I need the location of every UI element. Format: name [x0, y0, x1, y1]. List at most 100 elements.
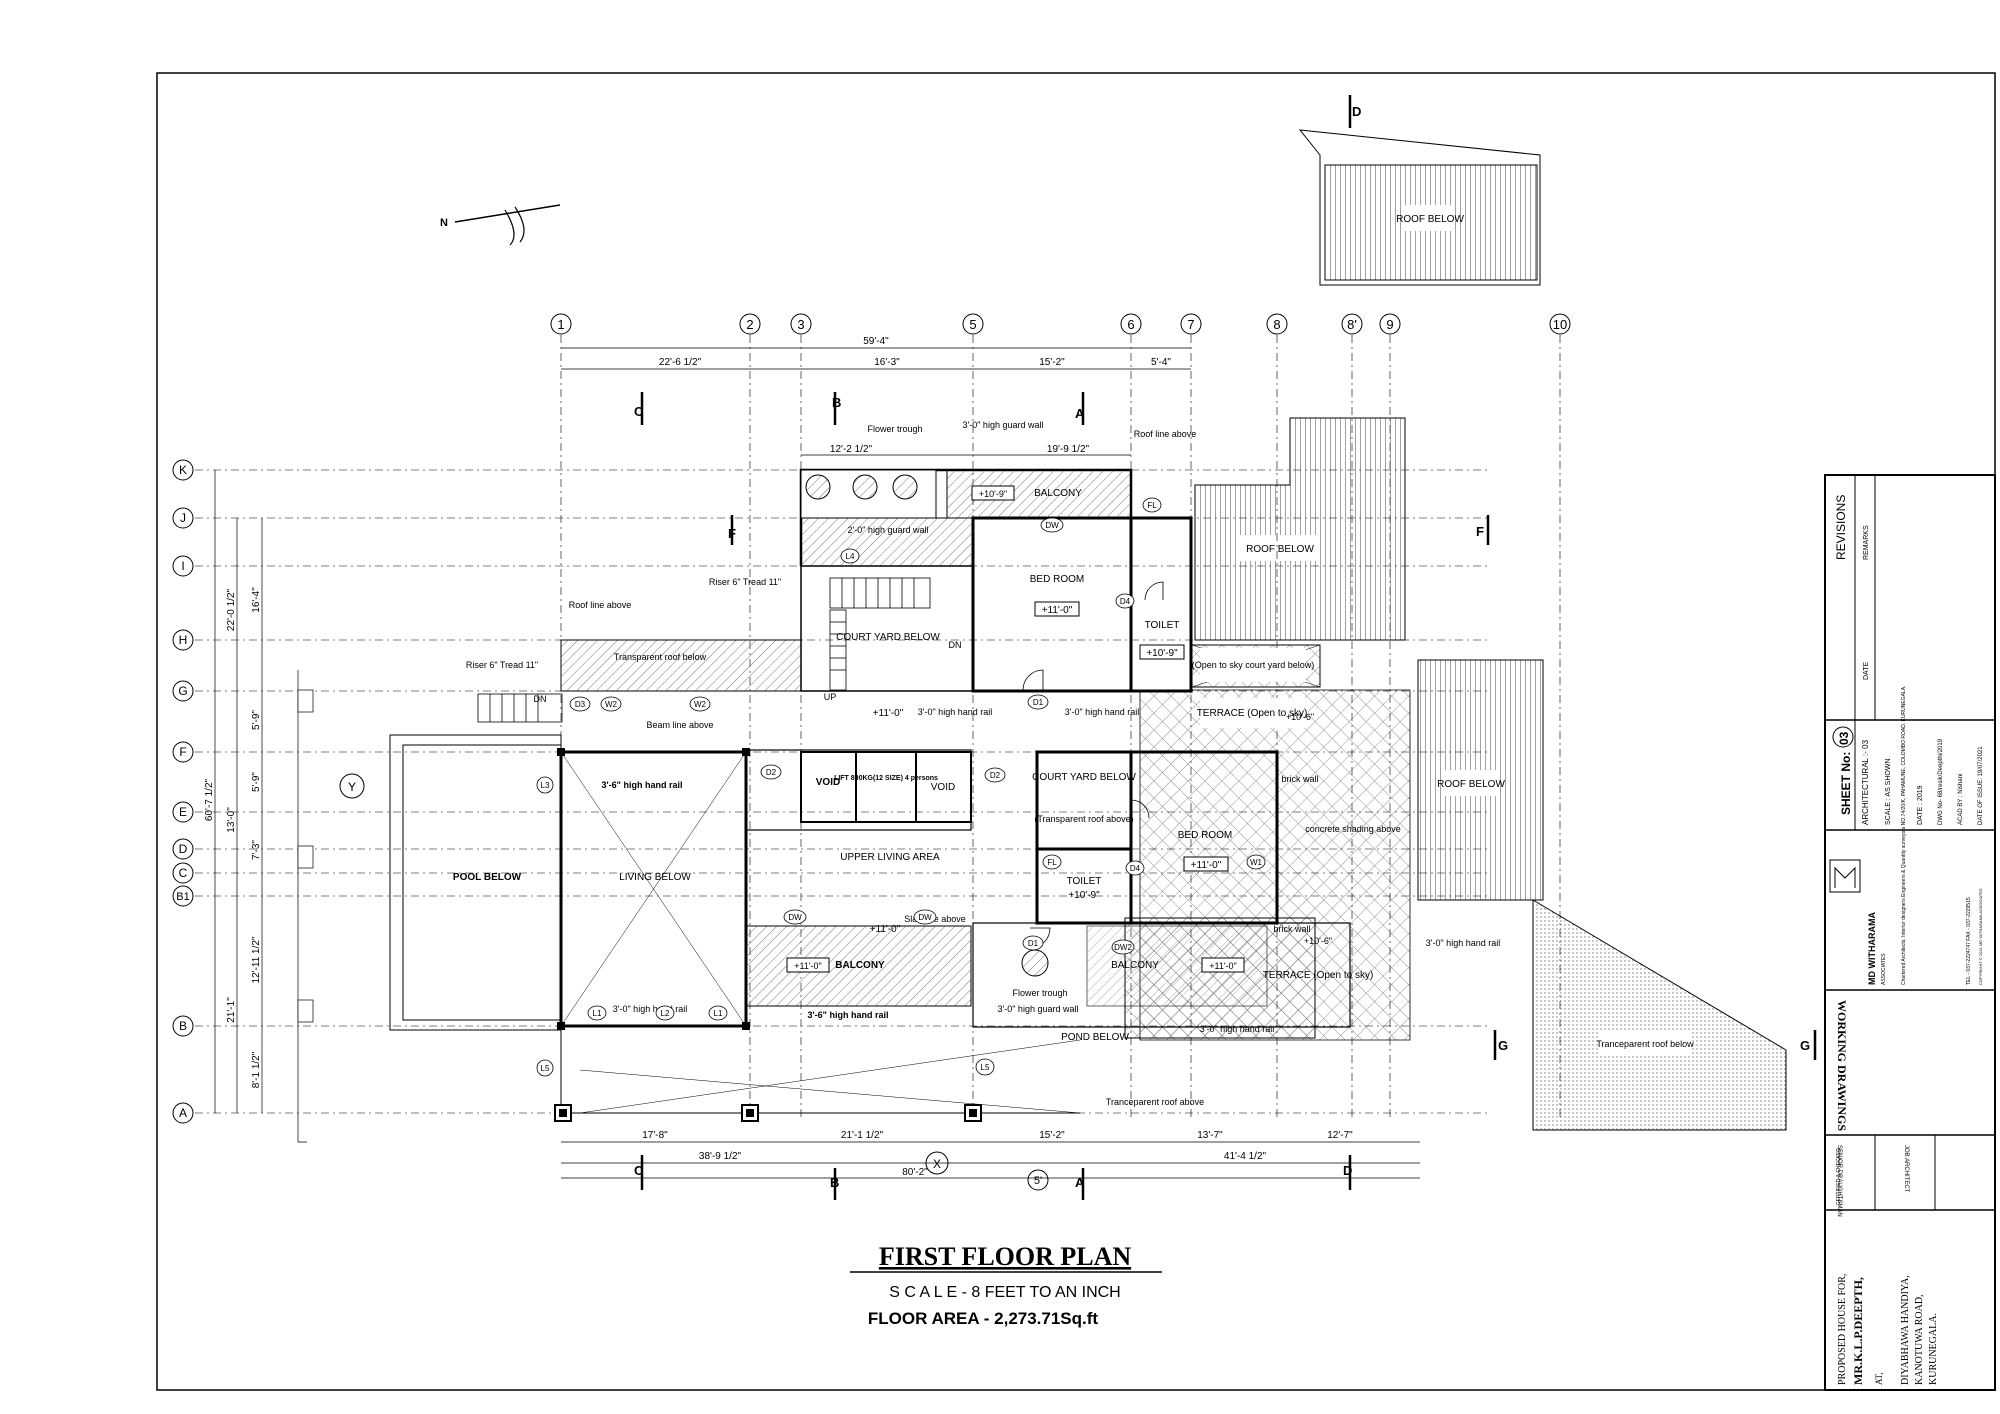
tag-dw: DW [788, 913, 802, 922]
grid-row-label: E [179, 805, 187, 819]
grid-row-label: H [179, 633, 188, 647]
dim-left-a2: 5'-9" [251, 710, 262, 730]
grid-x-label: X [933, 1157, 941, 1171]
dim-bottom-d2: 21'-1 1/2" [841, 1130, 884, 1141]
room-court-2-note: (Transparent roof above) [1034, 814, 1133, 824]
title-main: FIRST FLOOR PLAN [879, 1242, 1132, 1271]
dim-bottom-e2: 41'-4 1/2" [1224, 1151, 1267, 1162]
roof-label-3: ROOF BELOW [1437, 779, 1505, 790]
note-hand-rail-living: 3'-6" high hand rail [602, 780, 683, 790]
room-bed-1-level: +11'-0" [1042, 605, 1073, 616]
note-up: UP [824, 692, 837, 702]
tb-dwg-no: DWG No- 68/resik/Deepthi/2019 [1938, 738, 1944, 825]
dim-top-d1: 22'-6 1/2" [659, 357, 702, 368]
roof-areas: ROOF BELOW ROOF BELOW ROOF BELOW Trancep… [1194, 129, 1787, 1131]
roof-label-1: ROOF BELOW [1396, 214, 1464, 225]
door-swings [1022, 581, 1164, 949]
room-bed-1: BED ROOM [1030, 574, 1084, 585]
tb-addr1: DIYABHAWA HANDIYA, [1900, 1275, 1911, 1385]
plant-icon [1021, 949, 1049, 977]
grid-row-label: C [179, 866, 188, 880]
dim-left-upper: 22'-0 1/2" [226, 588, 237, 631]
tag-w2: W2 [605, 700, 618, 709]
tb-sheet-no: 03 [1837, 731, 1851, 745]
room-open-court: (Open to sky court yard below) [1192, 660, 1315, 670]
note-brick-wall-2: brick wall [1273, 924, 1310, 934]
grid-row-label: F [179, 745, 186, 759]
tag-w2: W2 [694, 700, 707, 709]
note-riser-top: Riser 6" Tread 11" [709, 577, 781, 587]
room-bed-2-level: +11'-0" [1191, 860, 1222, 871]
tb-scale: SCALE : AS SHOWN [1885, 758, 1892, 825]
dim-top-d2: 16'-3" [874, 357, 900, 368]
tag-l5: L5 [541, 1064, 550, 1073]
tb-at: AT, [1874, 1372, 1884, 1385]
note-guard-wall-2: 2'-0" high guard wall [848, 525, 929, 535]
room-terrace-1-level: +10'-6" [1286, 712, 1314, 722]
grid-col-label: 1 [557, 317, 564, 332]
tb-date: DATE : 2019 [1917, 785, 1924, 825]
tag-l4: L4 [846, 552, 855, 561]
dim-top-guard: 19'-9 1/2" [1047, 444, 1090, 455]
grid-col-label: 10 [1553, 317, 1567, 332]
room-terrace-2: TERRACE (Open to sky) [1263, 970, 1374, 981]
section-f-left: F [728, 526, 736, 541]
note-hand-rail-pond: 3'-0" high hand rail [1200, 1024, 1274, 1034]
tb-firm: MD WITHARAMA [1867, 912, 1877, 985]
room-balcony-top-level: +10'-9" [979, 489, 1007, 499]
room-stair-level: +11'-0" [873, 708, 904, 719]
note-flower-trough-top: Flower trough [867, 424, 922, 434]
tag-l5: L5 [981, 1063, 990, 1072]
room-toilet-1-level: +10'-9" [1146, 648, 1178, 659]
room-balcony-left: BALCONY [835, 960, 885, 971]
tb-addr3: KURUNEGALA. [1928, 1313, 1939, 1385]
tb-project: PROPOSED HOUSE FOR, [1837, 1274, 1848, 1385]
note-dn-2: DN [534, 694, 547, 704]
note-hand-rail-balcony2: 3'-6" high hand rail [808, 1010, 889, 1020]
drawing-title: FIRST FLOOR PLAN S C A L E - 8 FEET TO A… [850, 1242, 1162, 1328]
tag-d4: D4 [1120, 597, 1131, 606]
tb-senior: SENIOR DRAUGHTSMAN [1836, 1145, 1842, 1217]
plant-icon [805, 474, 831, 500]
grid-col-label: 7 [1187, 317, 1194, 332]
room-bed-2: BED ROOM [1178, 830, 1232, 841]
grid-row-label: B1 [176, 891, 189, 903]
note-hand-rail-stair: 3'-0" high hand rail [918, 707, 992, 717]
note-hand-rail-court: 3'-0" high hand rail [1065, 707, 1139, 717]
note-hand-rail-balcony: 3'-0" high hand rail [613, 1004, 687, 1014]
tag-l1: L1 [593, 1009, 602, 1018]
top-dimensions: 59'-4" 22'-6 1/2" 16'-3" 15'-2" 5'-4" 12… [561, 336, 1191, 456]
tag-fl: FL [1047, 858, 1057, 867]
section-g-left: G [1498, 1038, 1508, 1053]
dim-left-a1: 16'-4" [251, 587, 262, 613]
dim-left-a6: 12'-11 1/2" [251, 936, 262, 983]
north-arrow: N [440, 204, 561, 246]
note-roof-line-top: Roof line above [1134, 429, 1197, 439]
dim-top-d3: 15'-2" [1039, 357, 1065, 368]
room-balcony-right: BALCONY [1111, 960, 1159, 971]
room-upper-living: UPPER LIVING AREA [840, 852, 940, 863]
tag-l3: L3 [541, 781, 550, 790]
section-f-right: F [1476, 524, 1484, 539]
dim-left-a4: 13'-0" [226, 807, 237, 833]
dim-left-a7: 8'-1 1/2" [251, 1051, 262, 1088]
grid-column-bubbles: 1 2 3 5 6 7 8 8' 9 10 [550, 313, 1571, 335]
tag-dw2: DW2 [1114, 943, 1132, 952]
dim-bottom-d1: 17'-8" [642, 1130, 668, 1141]
dim-top-d4: 5'-4" [1151, 357, 1171, 368]
note-beam-line: Beam line above [646, 720, 713, 730]
dim-bottom-overall: 80'-2" [902, 1167, 928, 1178]
tb-firm-desc: Chartered Architects, Interior designers… [1901, 686, 1907, 985]
room-living-below: LIVING BELOW [619, 872, 691, 883]
room-upper-living-level: +11'-0" [870, 924, 901, 935]
grid-col-label: 6 [1127, 317, 1134, 332]
sheet-border [156, 72, 1996, 1391]
tag-fl: FL [1147, 501, 1157, 510]
room-terrace-2-level: +10'-6" [1304, 936, 1332, 946]
room-void-2: VOID [931, 782, 955, 793]
plant-icon [852, 474, 878, 500]
room-balcony-top: BALCONY [1034, 488, 1082, 499]
staircase [477, 577, 931, 723]
tb-remarks: REMARKS [1863, 525, 1870, 560]
tb-addr2: KANOTUWA ROAD, [1914, 1294, 1925, 1385]
